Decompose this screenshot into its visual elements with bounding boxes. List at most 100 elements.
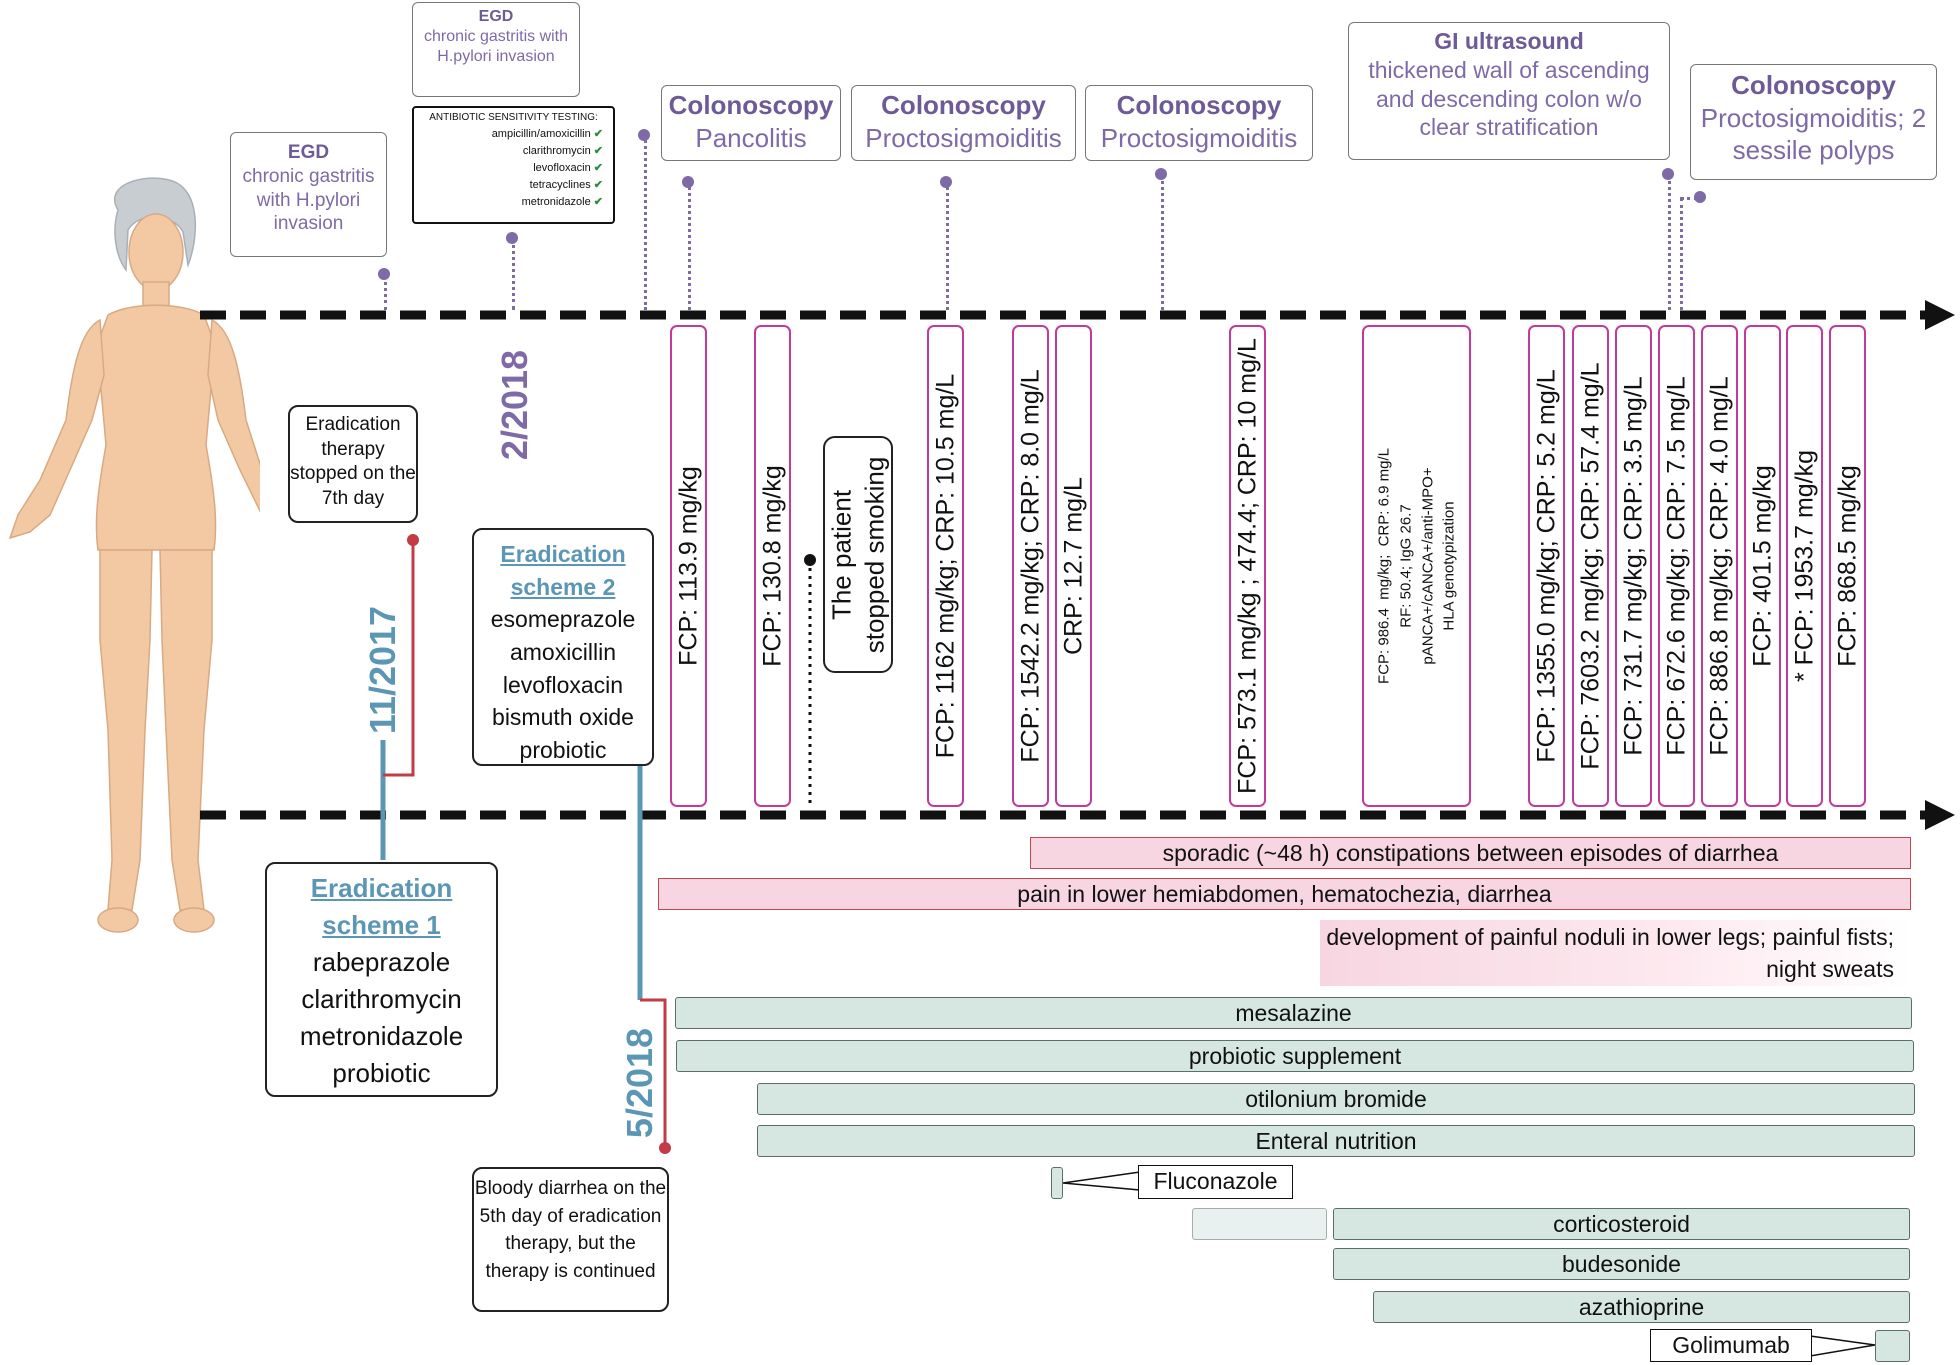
check-icon: ✔	[593, 196, 603, 208]
scheme2-title-1: Eradication	[500, 541, 626, 567]
egd2-connector	[512, 238, 515, 310]
lab-box: * FCP: 1953.7 mg/kg	[1786, 325, 1823, 807]
egd2-box: EGD chronic gastritis with H.pylori inva…	[412, 2, 580, 97]
lab-box: FCP: 1355.0 mg/kg; CRP: 5.2 mg/L	[1528, 325, 1565, 807]
colo4-text: Proctosigmoiditis; 2 sessile polyps	[1700, 102, 1927, 166]
treatment-bar-enteral: Enteral nutrition	[757, 1125, 1915, 1157]
lab-box: FCP: 573.1 mg/kg ; 474.4; CRP: 10 mg/L	[1229, 325, 1266, 807]
lab-box: FCP: 886.8 mg/kg; CRP: 4.0 mg/L	[1701, 325, 1738, 807]
smoking-event-pin	[638, 129, 650, 141]
treatment-bar-golimumab	[1875, 1330, 1910, 1362]
stopped-connector	[383, 540, 415, 777]
colo2-title: Colonoscopy	[881, 90, 1046, 120]
upper-timeline-arrow	[1925, 300, 1955, 330]
lab-box: FCP: 401.5 mg/kg	[1744, 325, 1781, 807]
egd1-pin	[378, 268, 390, 280]
lab-box: CRP: 12.7 mg/L	[1055, 325, 1092, 807]
colo3-text: Proctosigmoiditis	[1100, 122, 1298, 153]
check-icon: ✔	[593, 128, 603, 140]
check-icon: ✔	[593, 179, 603, 191]
lab-box: FCP: 1162 mg/kg; CRP: 10.5 mg/L	[927, 325, 964, 807]
scheme1-drug: rabeprazole	[312, 946, 451, 977]
scheme1-title-2: scheme 1	[322, 909, 441, 940]
symptom-bar-pain: pain in lower hemiabdomen, hematochezia,…	[658, 878, 1911, 910]
treatment-bar-corticosteroid-early	[1192, 1208, 1327, 1240]
treatment-bar-fluconazole	[1051, 1167, 1063, 1199]
colo1-connector	[688, 182, 691, 310]
scheme1-title-1: Eradication	[310, 873, 453, 903]
symptom-bar-constipation: sporadic (~48 h) constipations between e…	[1030, 837, 1911, 869]
smoking-connector-dot	[804, 554, 816, 566]
scheme2-drug: levofloxacin	[502, 671, 624, 698]
egd1-box: EGD chronic gastritis with H.pylori inva…	[230, 132, 387, 257]
colo2-box: Colonoscopy Proctosigmoiditis	[851, 85, 1076, 161]
treatment-bar-budesonide: budesonide	[1333, 1248, 1910, 1280]
scheme2-drug: bismuth oxide	[492, 704, 634, 731]
egd2-text: chronic gastritis with H.pylori invasion	[423, 28, 569, 65]
date-nov2017: 11/2017	[362, 605, 403, 735]
scheme2-drug: probiotic	[519, 736, 607, 763]
fluconazole-callout-wedge	[1062, 1171, 1141, 1191]
colo2-connector	[946, 182, 949, 310]
smoking-note-text: The patient stopped smoking	[826, 456, 890, 653]
lab-box: FCP: 7603.2 mg/kg; CRP: 57.4 mg/L	[1572, 325, 1609, 807]
smoking-event-connector	[644, 135, 647, 310]
sensitivity-item: metronidazole ✔	[521, 196, 603, 208]
lab-box-large: FCP: 986.4 mg/kg; CRP: 6.9 mg/L RF: 50.4…	[1362, 325, 1471, 807]
colo2-pin	[940, 176, 952, 188]
gi-us-title: GI ultrasound	[1434, 28, 1584, 54]
date-may2018: 5/2018	[619, 1027, 660, 1139]
lab-box: FCP: 130.8 mg/kg	[754, 325, 791, 807]
sensitivity-item: tetracyclines ✔	[529, 179, 603, 191]
fluconazole-label: Fluconazole	[1138, 1165, 1293, 1199]
treatment-bar-probiotic: probiotic supplement	[676, 1040, 1914, 1072]
date-feb2018: 2/2018	[494, 349, 535, 461]
egd2-title: EGD	[478, 8, 514, 25]
lab-box: FCP: 1542.2 mg/kg; CRP: 8.0 mg/L	[1012, 325, 1049, 807]
colo4-connector	[1680, 198, 1683, 310]
colo1-pin	[682, 176, 694, 188]
sensitivity-title: ANTIBIOTIC SENSITIVITY TESTING:	[429, 112, 598, 123]
colo1-text: Pancolitis	[695, 122, 807, 153]
gi-us-text: thickened wall of ascending and descendi…	[1368, 56, 1650, 141]
scheme1-box: Eradication scheme 1 rabeprazole clarith…	[265, 862, 498, 1097]
smoking-note: The patient stopped smoking	[823, 436, 893, 673]
eradication-stopped-text: Eradication therapy stopped on the 7th d…	[290, 414, 416, 510]
scheme1-drug: probiotic	[332, 1057, 431, 1088]
treatment-bar-otilonium: otilonium bromide	[757, 1083, 1915, 1115]
eradication-stopped-note: Eradication therapy stopped on the 7th d…	[288, 405, 418, 523]
check-icon: ✔	[593, 145, 603, 157]
gi-us-connector	[1668, 174, 1671, 310]
golimumab-callout-wedge	[1809, 1335, 1876, 1357]
scheme2-box: Eradication scheme 2 esomeprazole amoxic…	[472, 528, 654, 766]
patient-body-illustration	[8, 177, 260, 933]
lab-box: FCP: 731.7 mg/kg; CRP: 3.5 mg/L	[1615, 325, 1652, 807]
sensitivity-item: ampicillin/amoxicillin ✔	[491, 128, 603, 140]
scheme2-drug: amoxicillin	[509, 638, 617, 665]
colo4-pin	[1694, 191, 1706, 203]
sensitivity-box: ANTIBIOTIC SENSITIVITY TESTING: ampicill…	[412, 106, 615, 224]
golimumab-label: Golimumab	[1650, 1329, 1812, 1362]
sensitivity-item: levofloxacin ✔	[533, 162, 603, 174]
egd2-pin	[506, 232, 518, 244]
colo3-box: Colonoscopy Proctosigmoiditis	[1085, 85, 1313, 161]
lab-box: FCP: 868.5 mg/kg	[1829, 325, 1866, 807]
bloody-diarrhea-note: Bloody diarrhea on the 5th day of eradic…	[472, 1167, 669, 1312]
colo3-title: Colonoscopy	[1116, 90, 1282, 120]
lower-timeline-arrow	[1925, 800, 1955, 830]
bloody-connector	[640, 998, 667, 1148]
bloody-connector-dot	[659, 1142, 671, 1154]
gi-us-box: GI ultrasound thickened wall of ascendin…	[1348, 22, 1670, 160]
lab-box: FCP: 113.9 mg/kg	[670, 325, 707, 807]
scheme1-drug: metronidazole	[299, 1020, 464, 1051]
bloody-diarrhea-text: Bloody diarrhea on the 5th day of eradic…	[474, 1178, 667, 1282]
treatment-bar-corticosteroid: corticosteroid	[1333, 1208, 1910, 1240]
colo1-box: Colonoscopy Pancolitis	[661, 85, 841, 161]
colo4-box: Colonoscopy Proctosigmoiditis; 2 sessile…	[1690, 64, 1937, 180]
egd1-connector	[384, 275, 387, 310]
colo3-pin	[1155, 168, 1167, 180]
check-icon: ✔	[593, 162, 603, 174]
colo2-text: Proctosigmoiditis	[865, 122, 1062, 153]
